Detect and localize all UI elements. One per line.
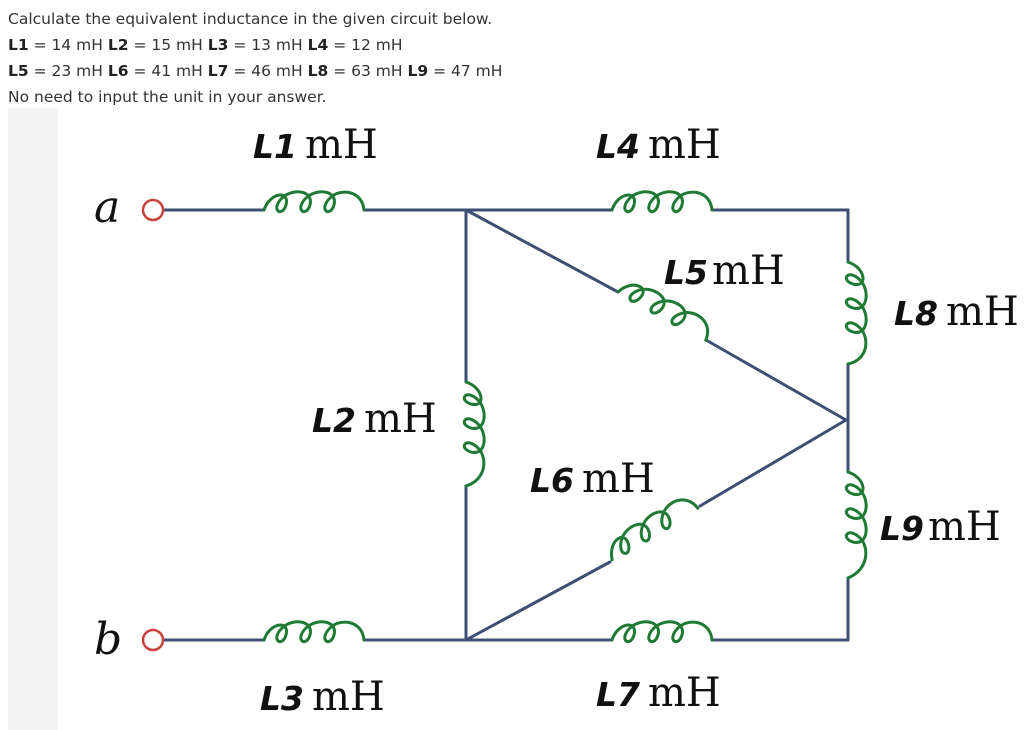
value-amount: = 47 mH	[433, 62, 503, 80]
value-amount: = 46 mH	[233, 62, 303, 80]
terminal-a	[141, 198, 165, 222]
value-name: L9	[407, 62, 429, 80]
inductor-l6-coil	[609, 498, 700, 562]
value-name: L8	[307, 62, 329, 80]
inductor-l5-coil	[616, 283, 710, 342]
value-name: L1	[8, 36, 29, 54]
value-name: L2	[107, 36, 129, 54]
value-amount: = 41 mH	[133, 62, 203, 80]
figure-margin	[8, 108, 58, 730]
values-row-2: L5 = 23 mH L6 = 41 mH L7 = 46 mH L8 = 63…	[8, 58, 1028, 84]
wire-top-to-l5	[464, 208, 620, 294]
value-name: L5	[8, 62, 29, 80]
value-name: L3	[207, 36, 229, 54]
value-amount: = 15 mH	[133, 36, 203, 54]
inductor-l8-coil	[844, 260, 868, 366]
inductor-l4-coil	[610, 190, 714, 214]
wire-l5-to-mid	[704, 338, 848, 422]
inductor-l2-coil	[462, 380, 486, 488]
question-line: Calculate the equivalent inductance in t…	[8, 10, 493, 28]
terminal-b-label: b	[94, 614, 122, 665]
inductor-l9-coil	[844, 470, 868, 580]
value-name: L7	[207, 62, 229, 80]
inductor-l1-coil	[262, 190, 366, 214]
values-row-1: L1 = 14 mH L2 = 15 mH L3 = 13 mH L4 = 12…	[8, 32, 1028, 58]
value-amount: = 23 mH	[33, 62, 103, 80]
wires	[162, 208, 850, 642]
terminal-b	[141, 628, 165, 652]
inductor-l3-coil	[262, 620, 366, 644]
value-amount: = 12 mH	[333, 36, 403, 54]
wire-l6-to-bottom	[464, 560, 612, 642]
value-amount: = 63 mH	[333, 62, 403, 80]
terminal-a-label: a	[94, 182, 120, 233]
answer-note: No need to input the unit in your answer…	[8, 88, 327, 106]
question-text: Calculate the equivalent inductance in t…	[8, 6, 1028, 110]
value-amount: = 14 mH	[33, 36, 103, 54]
inductor-l7-coil	[610, 620, 714, 644]
value-name: L4	[307, 36, 329, 54]
value-name: L6	[107, 62, 129, 80]
wire-mid-to-l6	[698, 418, 848, 508]
value-amount: = 13 mH	[233, 36, 303, 54]
